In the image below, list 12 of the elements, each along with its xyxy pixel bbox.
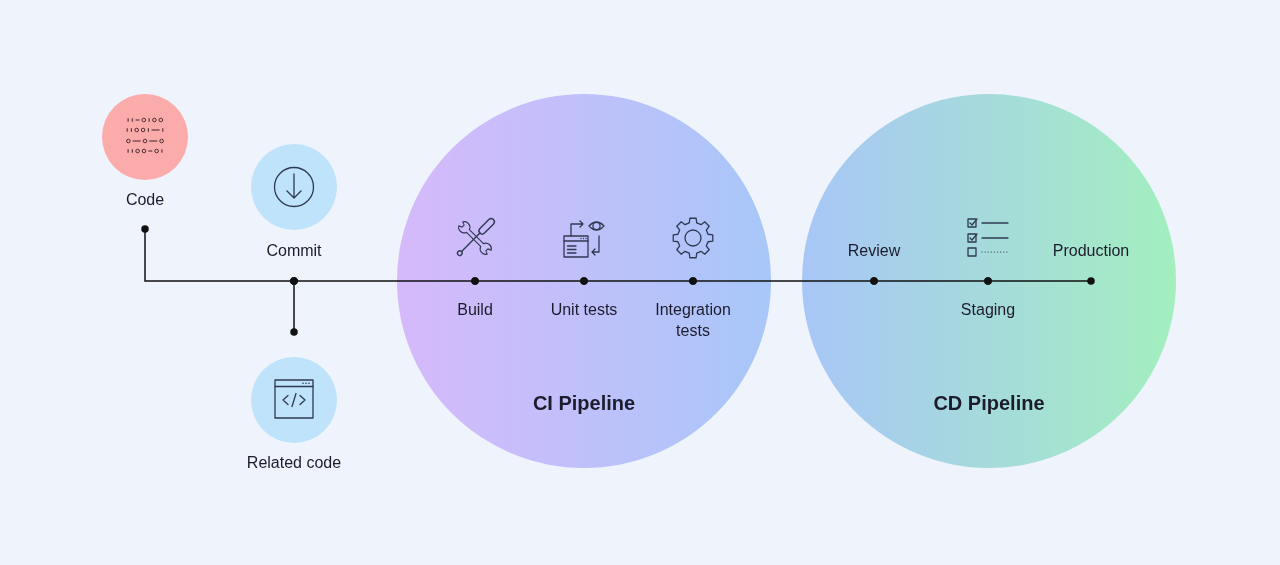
stage-label: Commit	[266, 240, 322, 261]
stage-label: Production	[1052, 240, 1130, 261]
stage-label: Build	[457, 300, 493, 320]
stage-label: Review	[847, 240, 901, 261]
connector-line	[984, 277, 1095, 285]
stage-label: Integration tests	[654, 300, 732, 341]
pipeline-title: CI Pipeline	[532, 391, 636, 415]
stage-label: Related code	[246, 452, 342, 473]
stage-label: Unit tests	[550, 300, 618, 320]
stage-label: Code	[125, 189, 165, 210]
stage-label: Staging	[960, 300, 1016, 320]
pipeline-title: CD Pipeline	[933, 391, 1045, 415]
